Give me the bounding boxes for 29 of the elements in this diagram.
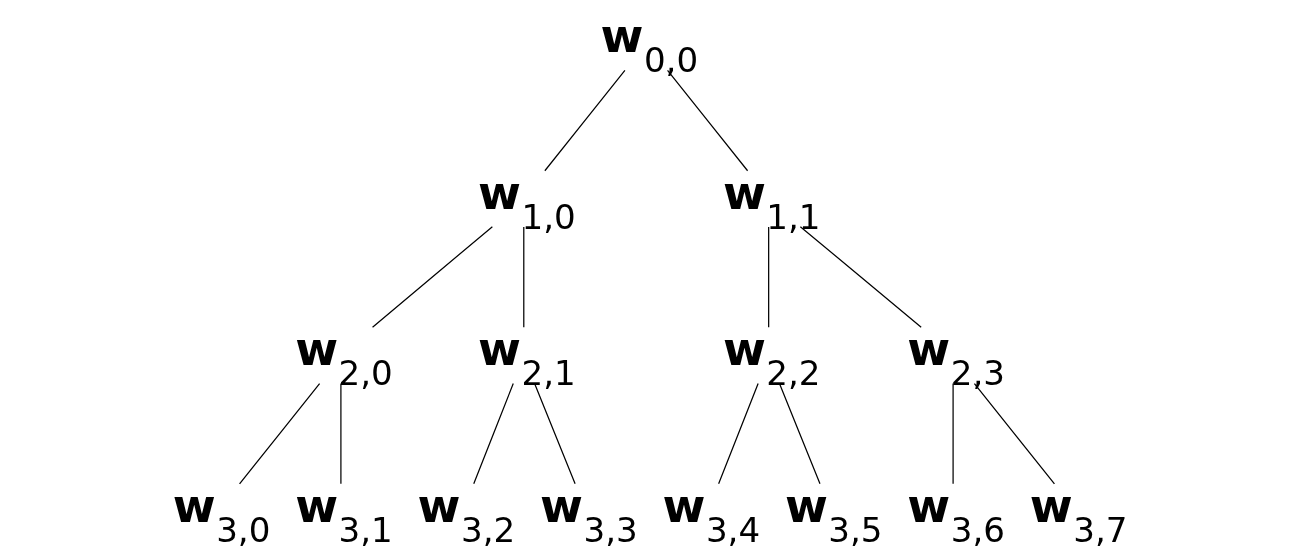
node-text: w$_{3,3}$	[540, 478, 638, 550]
connector	[523, 226, 525, 328]
node-text: w$_{2,2}$	[722, 322, 821, 394]
connector	[778, 382, 821, 485]
connector	[473, 382, 514, 485]
node-text: w$_{2,0}$	[295, 322, 393, 394]
connector	[533, 382, 576, 485]
connector	[544, 69, 626, 172]
connector	[799, 226, 922, 328]
connector	[768, 226, 770, 328]
connector	[718, 382, 759, 485]
node-text: w$_{2,1}$	[478, 322, 576, 394]
node-text: w$_{3,5}$	[784, 478, 883, 550]
connector	[952, 382, 954, 485]
node-text: w$_{1,1}$	[722, 165, 821, 237]
node-text: w$_{3,1}$	[295, 478, 393, 550]
node-text: w$_{3,0}$	[172, 478, 271, 550]
connector	[371, 226, 493, 328]
connector	[973, 382, 1056, 485]
connector	[666, 69, 749, 172]
node-text: w$_{1,0}$	[478, 165, 576, 237]
node-text: w$_{3,6}$	[907, 478, 1005, 550]
node-text: w$_{0,0}$	[600, 9, 699, 81]
node-text: w$_{3,2}$	[417, 478, 516, 550]
connector	[238, 382, 321, 485]
node-text: w$_{3,4}$	[662, 478, 761, 550]
node-text: w$_{2,3}$	[907, 322, 1005, 394]
connector	[340, 382, 342, 485]
node-text: w$_{3,7}$	[1029, 478, 1128, 550]
